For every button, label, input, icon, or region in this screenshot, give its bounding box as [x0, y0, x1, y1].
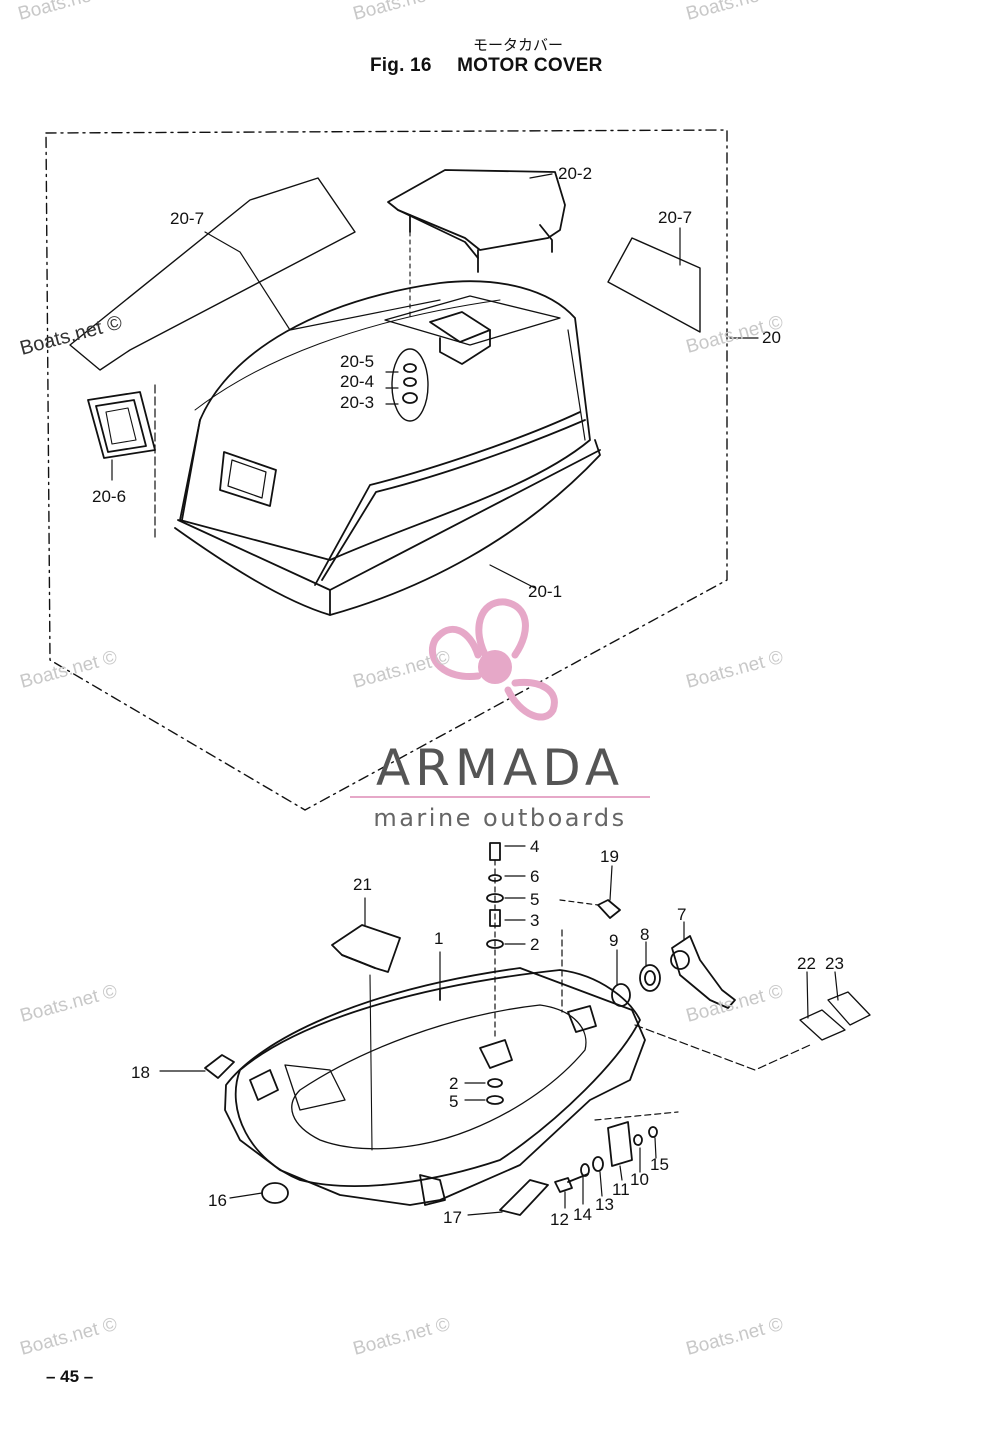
watermark: Boats.net © [18, 311, 125, 359]
watermark: Boats.net © [684, 981, 786, 1027]
bottom-cowling [224, 967, 646, 1206]
watermark: Boats.net © [684, 312, 786, 358]
label-23: 23 [825, 954, 844, 973]
label-20-5: 20-5 [340, 352, 374, 371]
brand-name: ARMADA [350, 742, 650, 798]
label-20-1: 20-1 [528, 582, 562, 601]
label-2-top: 2 [530, 935, 539, 954]
label-1: 1 [434, 929, 443, 948]
label-20-7-left: 20-7 [170, 209, 204, 228]
label-16: 16 [208, 1191, 227, 1210]
label-11: 11 [612, 1180, 630, 1199]
title-japanese: モータカバー [472, 36, 563, 54]
label-17: 17 [443, 1208, 462, 1227]
label-15: 15 [650, 1155, 669, 1174]
label-7: 7 [677, 905, 686, 924]
label-20: 20 [762, 328, 781, 347]
decal-right [607, 237, 701, 333]
watermark: Boats.net © [351, 647, 453, 693]
figure-number: Fig. 16 [370, 55, 432, 76]
seal-part [87, 384, 156, 541]
label-20-2: 20-2 [558, 164, 592, 183]
label-20-4: 20-4 [340, 372, 374, 391]
label-22: 22 [797, 954, 816, 973]
brand-tagline: marine outboards [373, 804, 627, 832]
label-5-bottom: 5 [449, 1092, 458, 1111]
label-21: 21 [353, 875, 372, 894]
label-19: 19 [600, 847, 619, 866]
label-6: 6 [530, 867, 539, 886]
stud-assembly [486, 842, 504, 1105]
assembly-boundary [45, 129, 728, 811]
decal-left [69, 177, 356, 371]
label-3: 3 [530, 911, 539, 930]
watermark: Boats.net © [16, 0, 118, 25]
decal-23 [827, 991, 871, 1026]
watermark: Boats.net © [684, 1314, 786, 1360]
watermark: Boats.net © [351, 1314, 453, 1360]
armada-propeller-logo [428, 598, 558, 721]
top-cover-plate [387, 169, 566, 321]
watermarks: Boats.net © Boats.net © Boats.net © Boat… [16, 0, 786, 1360]
label-2-bottom: 2 [449, 1074, 458, 1093]
label-20-6: 20-6 [92, 487, 126, 506]
plug-16 [261, 1182, 289, 1204]
label-20-3: 20-3 [340, 393, 374, 412]
part-number-labels: 20-2 20-7 20-7 20 20-5 20-4 20-3 20-6 20… [92, 164, 844, 1229]
watermark: Boats.net © [18, 1314, 120, 1360]
watermark: Boats.net © [351, 0, 453, 25]
label-9: 9 [609, 931, 618, 950]
grommet-17 [499, 1179, 549, 1216]
label-13: 13 [595, 1195, 614, 1214]
lever-assembly [559, 899, 811, 1071]
watermark: Boats.net © [18, 647, 120, 693]
watermark: Boats.net © [684, 647, 786, 693]
grommet-18 [204, 1054, 235, 1079]
page-number: – 45 – [46, 1367, 94, 1386]
decal-22 [799, 1009, 846, 1041]
label-18: 18 [131, 1063, 150, 1082]
small-washers [391, 348, 429, 422]
label-4: 4 [530, 837, 539, 856]
label-12: 12 [550, 1210, 569, 1229]
label-20-7-right: 20-7 [658, 208, 692, 227]
part-21-cover [331, 924, 401, 1151]
motor-cover-shell [174, 280, 601, 616]
fasteners-cluster [554, 1111, 679, 1193]
label-5-top: 5 [530, 890, 539, 909]
watermark: Boats.net © [684, 0, 786, 25]
label-14: 14 [573, 1205, 592, 1224]
figure-title: Fig. 16 MOTOR COVER [370, 55, 603, 77]
watermark: Boats.net © [18, 981, 120, 1027]
figure-name: MOTOR COVER [457, 55, 603, 76]
armada-brand: ARMADA marine outboards [350, 742, 650, 832]
label-10: 10 [630, 1170, 649, 1189]
label-8: 8 [640, 925, 649, 944]
